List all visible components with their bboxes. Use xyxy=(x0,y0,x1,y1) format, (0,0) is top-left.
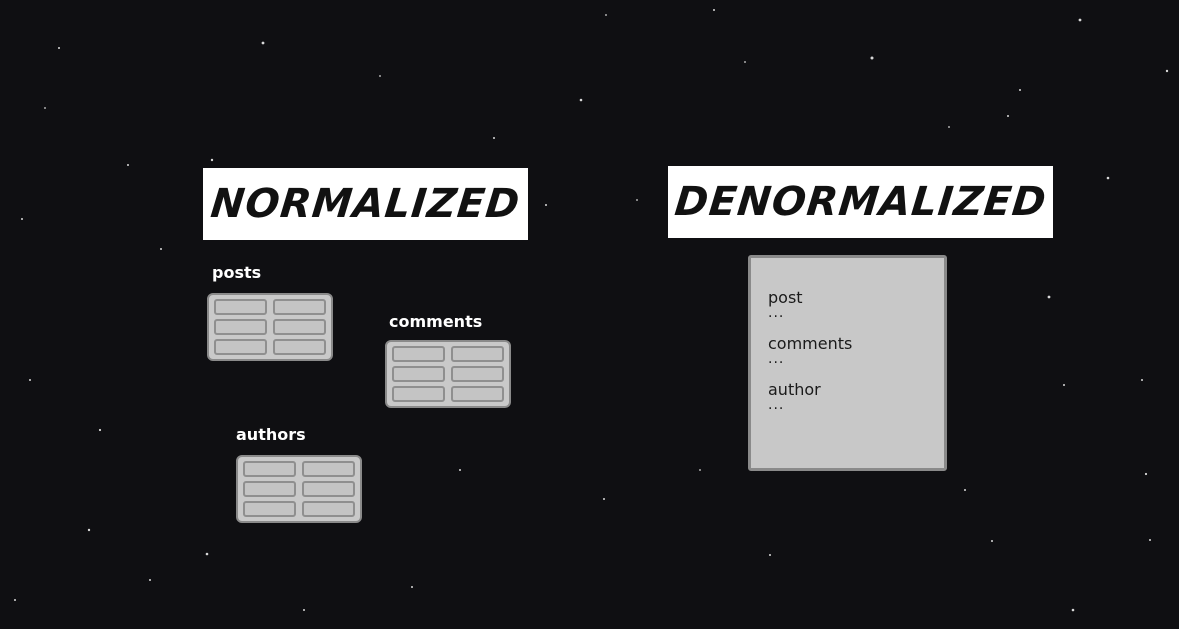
document-field: author ... xyxy=(768,380,944,413)
posts-table-label: posts xyxy=(212,263,262,282)
denormalized-title-box: DENORMALIZED xyxy=(668,166,1053,238)
table-cell xyxy=(214,339,267,355)
table-cell xyxy=(243,461,296,477)
table-cell xyxy=(243,501,296,517)
normalized-title-box: NORMALIZED xyxy=(203,168,528,240)
table-cell xyxy=(392,386,445,402)
table-cell xyxy=(302,461,355,477)
table-cell xyxy=(243,481,296,497)
document-field-ellipsis: ... xyxy=(768,351,785,367)
table-cell xyxy=(273,339,326,355)
denormalized-document: post ... comments ... author ... xyxy=(748,255,947,471)
denormalized-title: DENORMALIZED xyxy=(672,179,1049,225)
table-cell xyxy=(214,299,267,315)
document-field: comments ... xyxy=(768,334,944,367)
table-cell xyxy=(451,346,504,362)
authors-table-label: authors xyxy=(236,425,306,444)
posts-table xyxy=(207,293,333,361)
authors-table xyxy=(236,455,362,523)
table-cell xyxy=(392,346,445,362)
table-cell xyxy=(214,319,267,335)
table-cell xyxy=(302,501,355,517)
document-field-ellipsis: ... xyxy=(768,305,785,321)
document-field-name: comments xyxy=(768,334,853,353)
table-cell xyxy=(302,481,355,497)
document-field: post ... xyxy=(768,288,944,321)
table-cell xyxy=(273,319,326,335)
table-cell xyxy=(392,366,445,382)
comments-table xyxy=(385,340,511,408)
table-cell xyxy=(451,386,504,402)
document-field-ellipsis: ... xyxy=(768,397,785,413)
table-cell xyxy=(451,366,504,382)
document-field-name: author xyxy=(768,380,821,399)
table-cell xyxy=(273,299,326,315)
document-field-name: post xyxy=(768,288,803,307)
normalized-title: NORMALIZED xyxy=(208,181,523,227)
comments-table-label: comments xyxy=(389,312,483,331)
